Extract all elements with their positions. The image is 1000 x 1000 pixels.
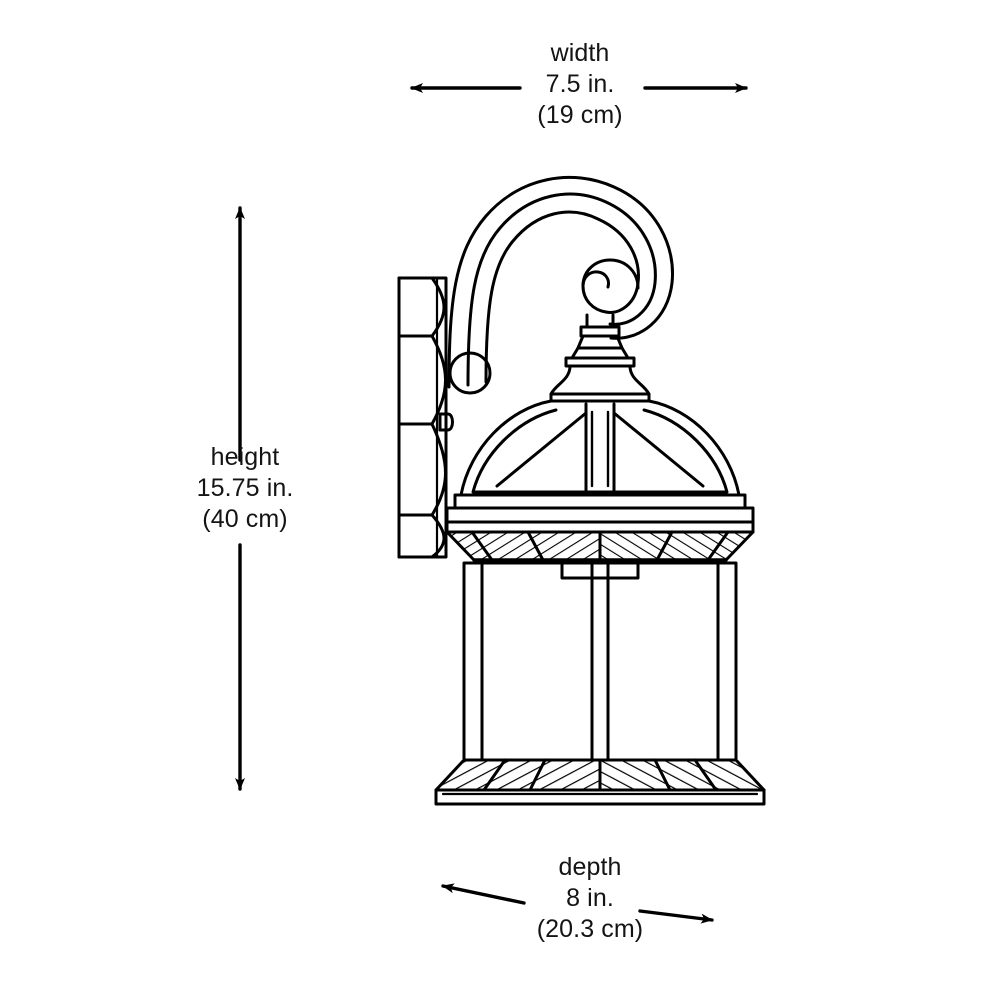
cornice	[445, 493, 755, 534]
arm-ball-knob	[448, 351, 492, 395]
side-latch	[438, 412, 454, 432]
finial-neck	[549, 313, 651, 403]
width-dimension-label: width 7.5 in. (19 cm)	[400, 38, 760, 131]
top-decorative-band	[445, 530, 755, 562]
wall-mount-plate	[397, 276, 448, 559]
height-label-name: height	[210, 443, 280, 471]
height-label-imperial: 15.75 in.	[196, 474, 294, 502]
width-label-metric: (19 cm)	[537, 101, 623, 129]
width-label-name: width	[550, 39, 610, 67]
depth-dimension-arrows	[441, 883, 714, 924]
depth-label-name: depth	[558, 853, 622, 881]
height-label-metric: (40 cm)	[202, 505, 288, 533]
depth-label-metric: (20.3 cm)	[536, 915, 644, 943]
depth-arrow-right	[638, 909, 714, 924]
height-dimension-label: height 15.75 in. (40 cm)	[155, 442, 335, 535]
width-label-imperial: 7.5 in.	[545, 70, 615, 98]
base-decorative-band	[434, 758, 766, 792]
depth-label-imperial: 8 in.	[566, 884, 614, 912]
base-plinth	[434, 788, 766, 806]
scroll-arm	[447, 175, 675, 389]
depth-arrow-left	[441, 883, 526, 905]
glass-body	[462, 561, 738, 762]
depth-dimension-label: depth 8 in. (20.3 cm)	[420, 852, 760, 945]
lantern-dome	[459, 399, 741, 497]
